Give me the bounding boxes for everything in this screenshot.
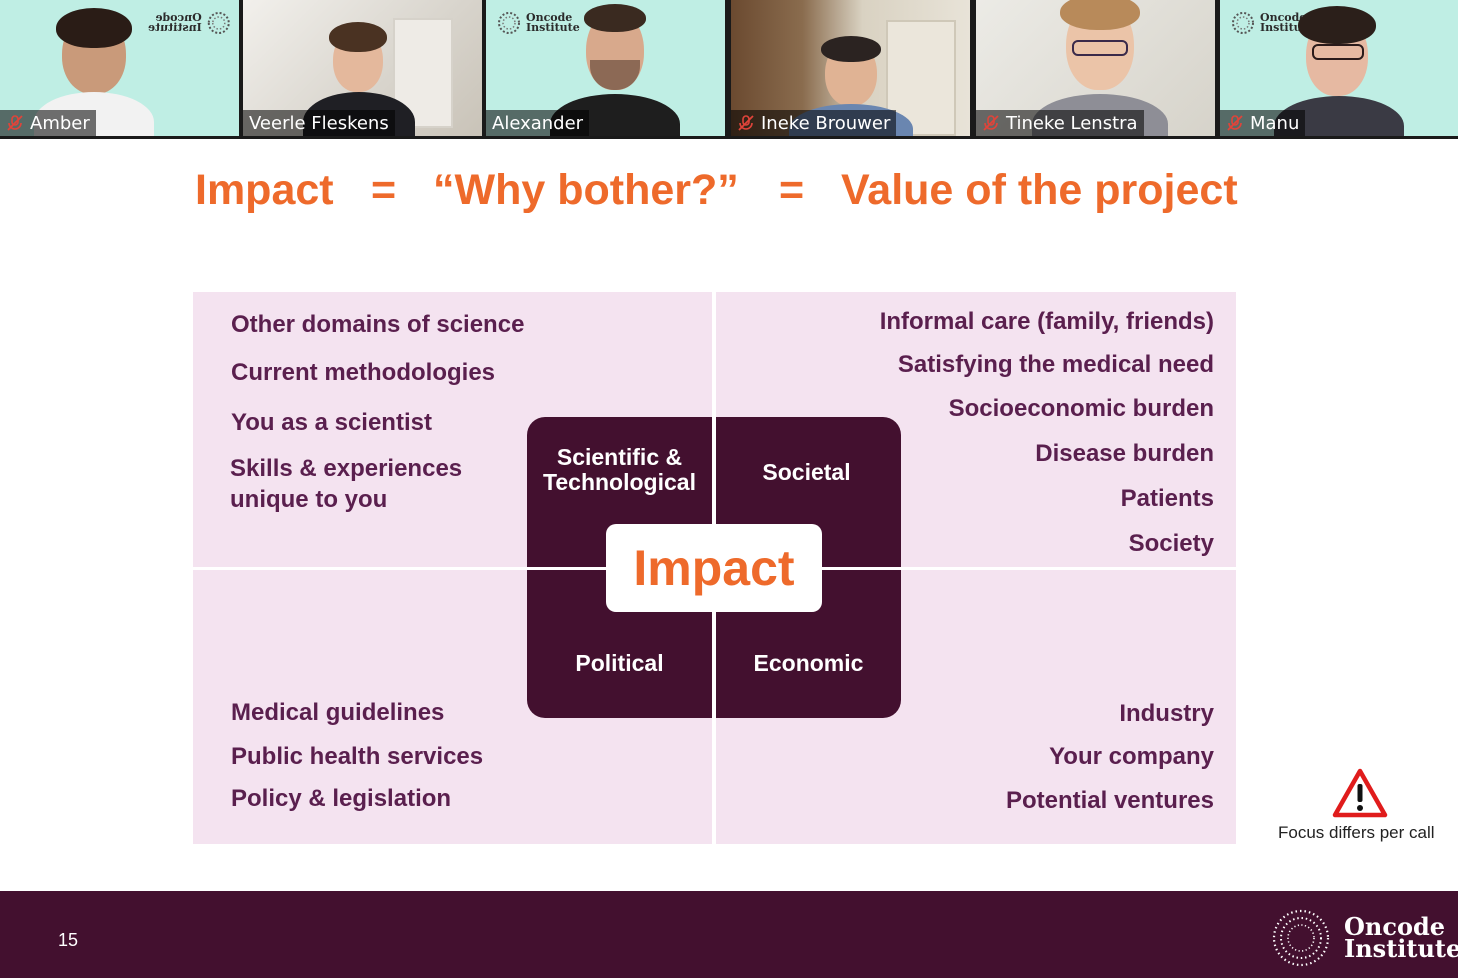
center-label-societal: Societal [762, 458, 851, 485]
logo-line2: Institute [1260, 21, 1314, 34]
tl-item: Other domains of science [231, 311, 525, 338]
participant-name: Ineke Brouwer [761, 112, 891, 134]
mic-muted-icon [738, 115, 754, 131]
tr-item: Satisfying the medical need [897, 351, 1214, 378]
slide-title: Impact = “Why bother?” = Value of the pr… [195, 166, 1255, 220]
title-term-value: Value of the project [841, 166, 1238, 214]
tr-item: Disease burden [1035, 440, 1214, 467]
participant-glasses [1072, 40, 1128, 56]
tl-item: Skills & experiences [230, 455, 463, 482]
participant-name: Manu [1250, 112, 1300, 134]
logo-line2: Institute [148, 21, 202, 34]
logo-line1: Oncode [1260, 11, 1307, 24]
tl-item: unique to you [230, 486, 388, 513]
title-equals-2: = [779, 166, 805, 214]
mic-muted-icon [7, 115, 23, 131]
mic-muted-icon [1227, 115, 1243, 131]
oncode-logo-icon [207, 12, 230, 34]
center-label-technological: Technological [543, 469, 696, 495]
br-item: Industry [1119, 700, 1214, 727]
participant-name: Alexander [492, 112, 584, 134]
participant-name-bar: Ineke Brouwer [731, 110, 897, 136]
participant-name: Veerle Fleskens [249, 112, 389, 134]
participant-hair [56, 8, 132, 48]
center-impact-box: Impact [606, 524, 822, 612]
oncode-logo-icon [498, 12, 520, 34]
participant-name: Tineke Lenstra [1006, 112, 1138, 134]
tl-item: You as a scientist [231, 409, 432, 436]
participant-name-bar: Amber [0, 110, 96, 136]
center-label-scientific: Scientific & [556, 444, 683, 470]
center-label-political: Political [575, 649, 664, 676]
center-label-economic: Economic [753, 649, 864, 676]
room-door [393, 18, 453, 128]
participant-name-bar: Tineke Lenstra [976, 110, 1144, 136]
participant-hair [584, 4, 646, 32]
page-number: 15 [58, 930, 79, 950]
tl-item: Current methodologies [231, 359, 496, 386]
warning-text: Focus differs per call [1278, 823, 1435, 842]
br-item: Potential ventures [1005, 787, 1214, 814]
footer-logo-line2: Institute [1344, 934, 1458, 963]
tr-item: Society [1128, 530, 1214, 557]
slide-footer: 15 Oncode Institute [0, 891, 1458, 978]
warning-triangle-icon [1332, 768, 1388, 818]
participant-tile-tineke[interactable]: Tineke Lenstra [976, 0, 1215, 136]
logo-line1: Oncode [526, 11, 573, 24]
br-item: Your company [1049, 743, 1214, 770]
participant-hair [1060, 0, 1140, 30]
title-term-why-bother: “Why bother?” [433, 166, 739, 214]
tr-item: Informal care (family, friends) [879, 308, 1214, 335]
tr-item: Socioeconomic burden [948, 395, 1214, 422]
participant-tile-ineke[interactable]: Ineke Brouwer [731, 0, 970, 136]
logo-line2: Institute [526, 21, 580, 34]
participant-name-bar: Manu [1220, 110, 1306, 136]
participant-tile-veerle[interactable]: Veerle Fleskens [243, 0, 482, 136]
oncode-logo-icon [1232, 12, 1254, 34]
participant-hair [821, 36, 881, 62]
bl-item: Policy & legislation [231, 785, 452, 812]
title-equals-1: = [371, 166, 397, 214]
footer-logo-line1: Oncode [1344, 912, 1446, 941]
tr-item: Patients [1120, 485, 1214, 512]
bl-item: Public health services [231, 743, 484, 770]
participant-name-bar: Alexander [486, 110, 590, 136]
oncode-institute-logo: Oncode Institute [1270, 907, 1458, 969]
oncode-logo-icon [1272, 909, 1330, 967]
participant-glasses [1312, 44, 1364, 60]
participant-name-bar: Veerle Fleskens [243, 110, 395, 136]
title-term-impact: Impact [195, 166, 334, 214]
participant-name: Amber [30, 112, 90, 134]
participant-hair [329, 22, 387, 52]
mic-muted-icon [983, 115, 999, 131]
bl-item: Medical guidelines [231, 699, 445, 726]
participant-hair [1298, 6, 1376, 44]
